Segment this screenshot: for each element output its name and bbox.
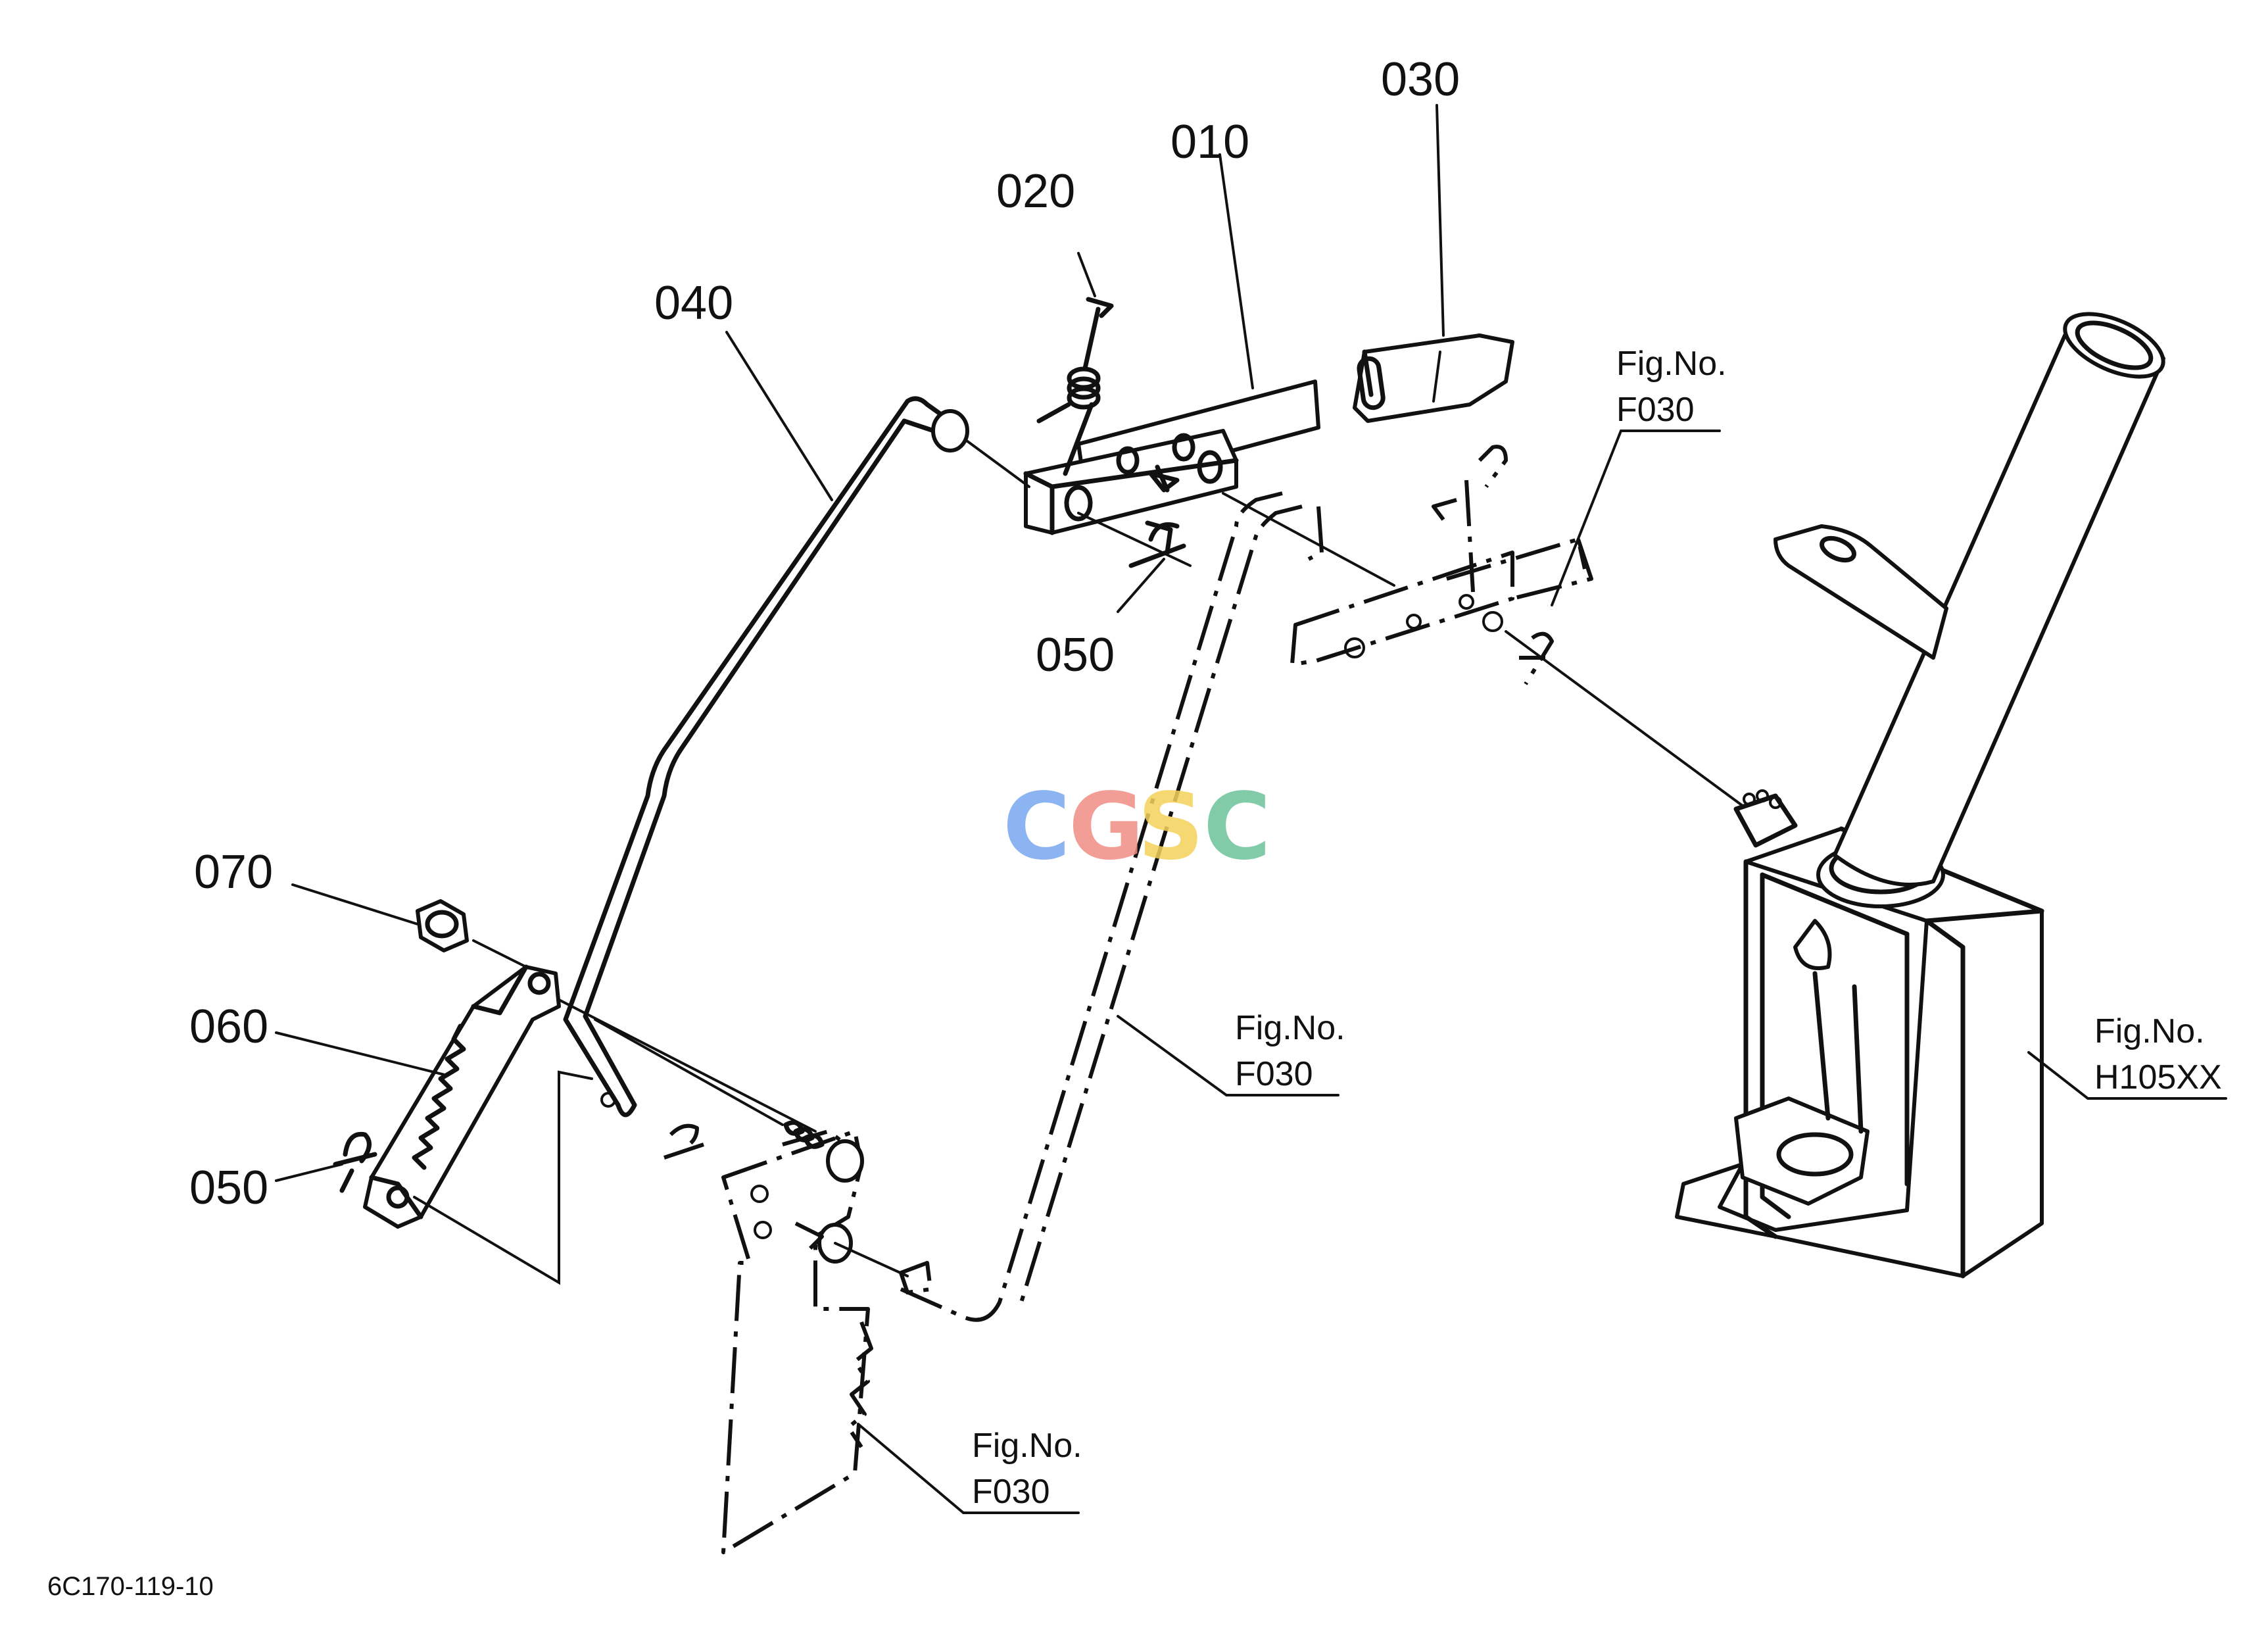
watermark-letter-s: S <box>1138 774 1204 881</box>
reference-rod-f030 <box>899 491 1324 1322</box>
ref-f030-mid-line1: Fig.No. <box>1235 1009 1345 1047</box>
ref-f030-bottom-line2: F030 <box>972 1473 1050 1511</box>
torsion-spring <box>1036 297 1114 476</box>
callout-070: 070 <box>194 846 273 898</box>
lever-assembly <box>1023 380 1320 535</box>
linkage-rod <box>563 396 1030 1118</box>
callout-050-lower: 050 <box>189 1162 268 1214</box>
reference-ratchet-f030 <box>594 1018 909 1554</box>
callout-060: 060 <box>189 1000 268 1053</box>
cgsc-watermark: C G S C <box>1003 774 1271 881</box>
figure-references: Fig.No. F030 Fig.No. F030 Fig.No. F030 F… <box>972 345 2222 1511</box>
callout-020: 020 <box>996 165 1075 218</box>
ref-h105-line2: H105XX <box>2094 1058 2222 1096</box>
callout-leaders <box>275 104 2227 1514</box>
hex-nut <box>416 899 527 968</box>
watermark-letter-g: G <box>1069 774 1144 881</box>
snap-pin-upper <box>1077 512 1192 568</box>
drawing-code: 6C170-119-10 <box>47 1572 214 1601</box>
watermark-letter-c: C <box>1003 774 1071 881</box>
callout-010: 010 <box>1170 116 1249 168</box>
callout-040: 040 <box>654 277 733 330</box>
ref-f030-bottom-line1: Fig.No. <box>972 1427 1082 1465</box>
snap-pin-lower <box>333 1131 377 1193</box>
callout-030: 030 <box>1381 53 1460 106</box>
grip-knob <box>1353 333 1514 423</box>
ref-f030-top-line1: Fig.No. <box>1616 345 1727 383</box>
callout-labels: 020 010 030 040 050 070 060 050 <box>189 53 1460 1214</box>
callout-050-upper: 050 <box>1036 629 1115 681</box>
steering-column-bracket <box>1675 312 2165 1279</box>
reference-bracket-upper <box>1222 445 1744 807</box>
ref-f030-mid-line2: F030 <box>1235 1055 1313 1093</box>
ref-h105-line1: Fig.No. <box>2094 1012 2205 1050</box>
ratchet-plate <box>363 964 817 1285</box>
ref-f030-top-line2: F030 <box>1616 391 1695 429</box>
watermark-letter-c2: C <box>1203 774 1271 881</box>
